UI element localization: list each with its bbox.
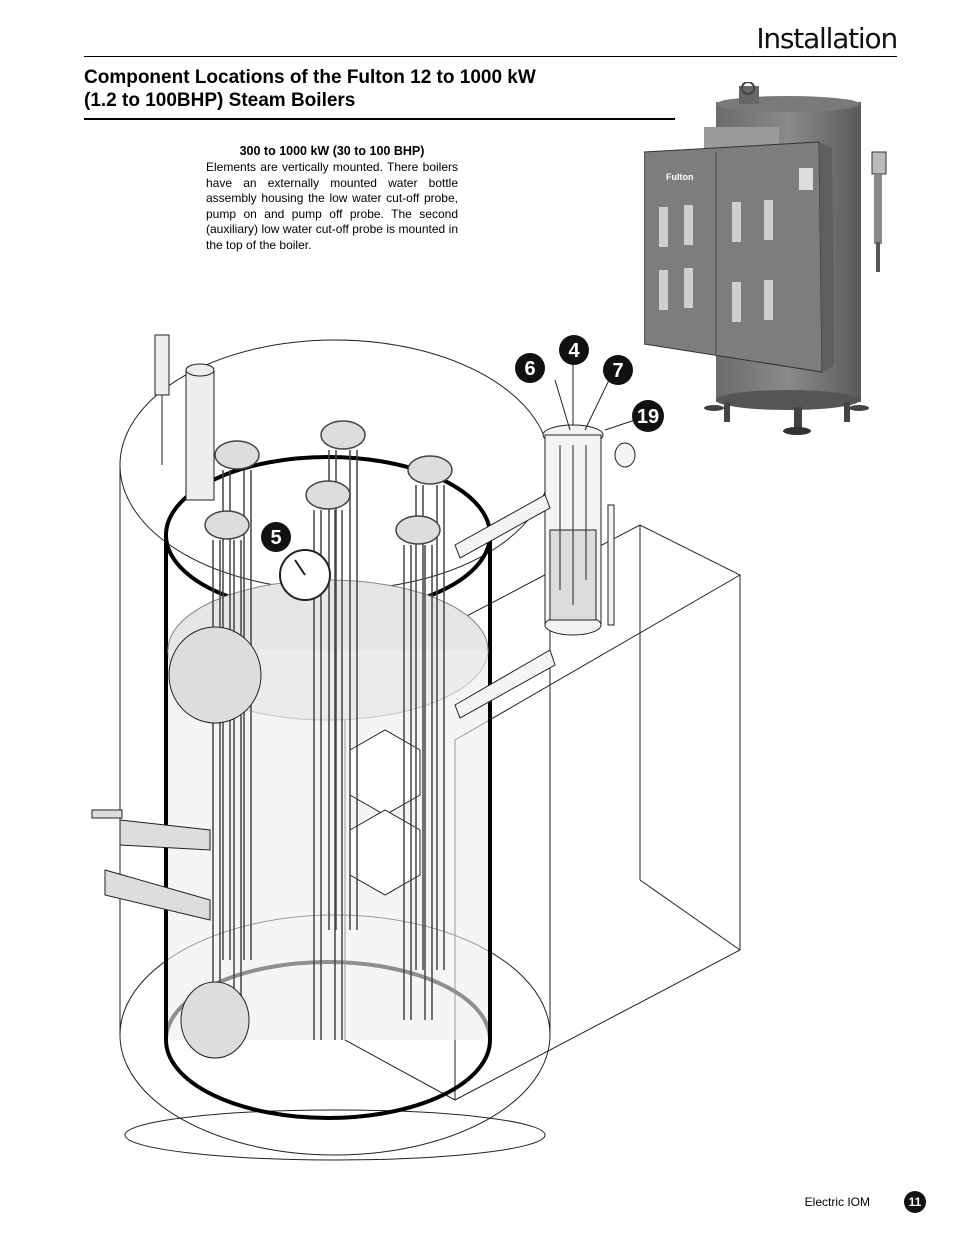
boiler-photo: Fulton <box>644 82 887 435</box>
callout-19: 19 <box>632 400 664 432</box>
section-title: Installation <box>756 22 898 55</box>
top-rule <box>84 56 897 57</box>
svg-text:6: 6 <box>524 358 535 380</box>
svg-text:7: 7 <box>612 360 623 382</box>
boiler-cutaway-diagram: 6 4 7 19 5 <box>91 334 741 1161</box>
heading-line-1: Component Locations of the Fulton 12 to … <box>84 67 536 88</box>
steam-outlet-pipe <box>185 369 215 501</box>
callout-7: 7 <box>603 355 633 385</box>
heading-rule <box>84 118 675 120</box>
heating-element <box>395 515 441 1020</box>
description-body: Elements are vertically mounted. There b… <box>206 160 458 252</box>
page-number-badge: 11 <box>904 1191 926 1213</box>
callout-6: 6 <box>515 353 545 383</box>
callout-4: 4 <box>559 335 589 365</box>
description-subheading: 300 to 1000 kW (30 to 100 BHP) <box>239 144 425 158</box>
heating-element <box>305 480 351 1040</box>
svg-text:4: 4 <box>568 340 580 362</box>
heating-element <box>204 510 250 1020</box>
svg-text:19: 19 <box>637 406 659 428</box>
footer-doc-name: Electric IOM <box>804 1195 870 1209</box>
photo-brand-label: Fulton <box>666 172 694 182</box>
svg-text:5: 5 <box>270 527 281 549</box>
heating-element <box>320 420 366 930</box>
heading-line-2: (1.2 to 100BHP) Steam Boilers <box>84 90 356 111</box>
handhole <box>168 626 262 724</box>
page-heading: Component Locations of the Fulton 12 to … <box>84 66 674 112</box>
callout-5: 5 <box>261 522 291 552</box>
heating-element <box>407 455 453 970</box>
